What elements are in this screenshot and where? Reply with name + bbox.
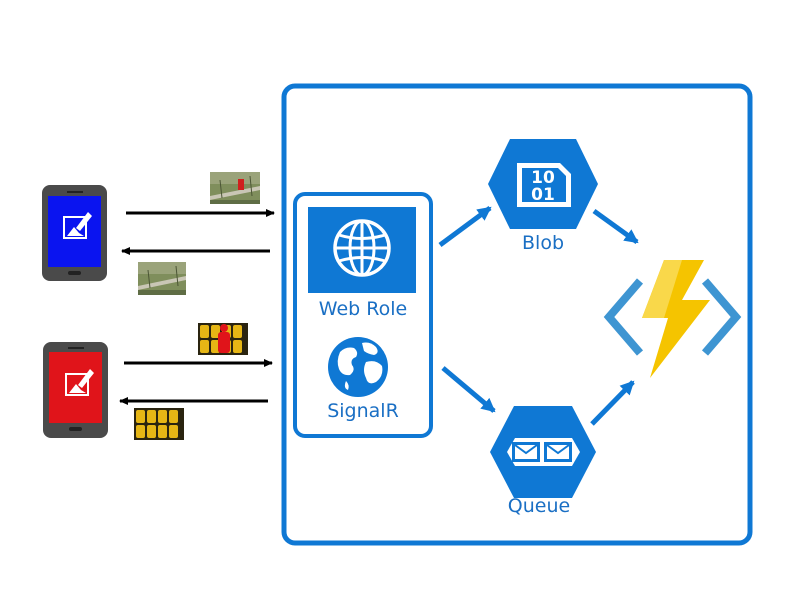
result-thumbnail-1	[138, 262, 186, 295]
earth-icon	[328, 337, 388, 397]
blob-to-function-arrow	[592, 208, 639, 245]
signalr-label: SignalR	[327, 400, 399, 422]
queue-label: Queue	[507, 495, 571, 517]
blob-label: Blob	[522, 232, 564, 254]
cloud-boundary	[281, 83, 753, 546]
blob-icon-text-line1: 10	[531, 168, 555, 188]
webrole-to-blob-arrow	[438, 205, 492, 248]
web-role-container	[293, 192, 433, 438]
azure-function-icon	[603, 260, 742, 378]
blob-icon-text-line2: 01	[531, 185, 555, 205]
queue-to-function-arrow	[590, 380, 635, 426]
upload-thumbnail-1	[210, 172, 260, 204]
globe-icon	[308, 207, 416, 293]
edit-photo-icon	[65, 369, 94, 396]
binary-blob-icon	[488, 139, 598, 229]
upload-thumbnail-2	[198, 323, 248, 355]
edit-photo-icon	[63, 212, 92, 239]
result-thumbnail-2	[134, 408, 184, 440]
envelope-queue-icon	[490, 406, 596, 498]
web-role-label: Web Role	[318, 298, 408, 320]
webrole-to-queue-arrow	[441, 366, 496, 413]
